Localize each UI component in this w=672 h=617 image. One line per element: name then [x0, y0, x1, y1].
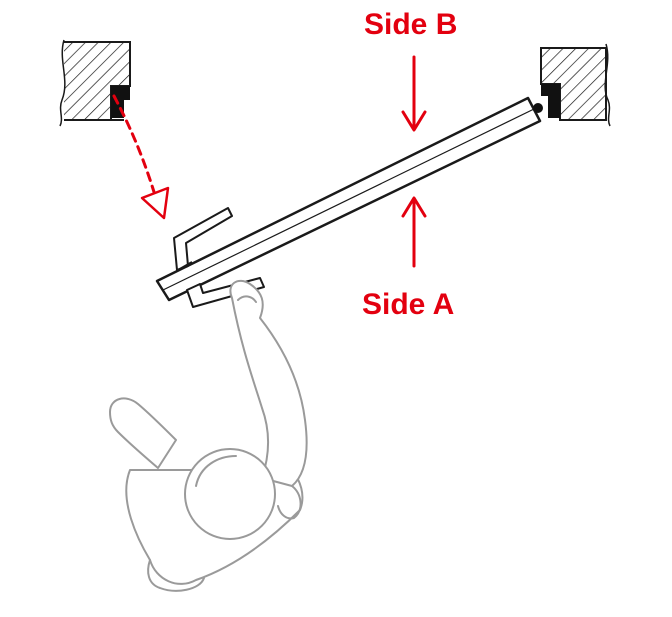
side-a-label: Side A: [362, 288, 455, 321]
dashed-arrow-icon: [112, 94, 170, 220]
side-b-label: Side B: [364, 8, 458, 41]
right-door-frame: [540, 43, 611, 127]
side-b-arrow-icon: [401, 55, 427, 132]
person-top-view-icon: [109, 279, 308, 592]
hinge-icon: [533, 103, 543, 113]
left-door-frame: [59, 39, 131, 127]
right-door-stop: [541, 84, 560, 118]
left-door-stop: [111, 86, 130, 118]
side-a-arrow-icon: [401, 196, 427, 268]
door-leaf: [155, 96, 542, 302]
door-handle-icon: [173, 207, 233, 271]
